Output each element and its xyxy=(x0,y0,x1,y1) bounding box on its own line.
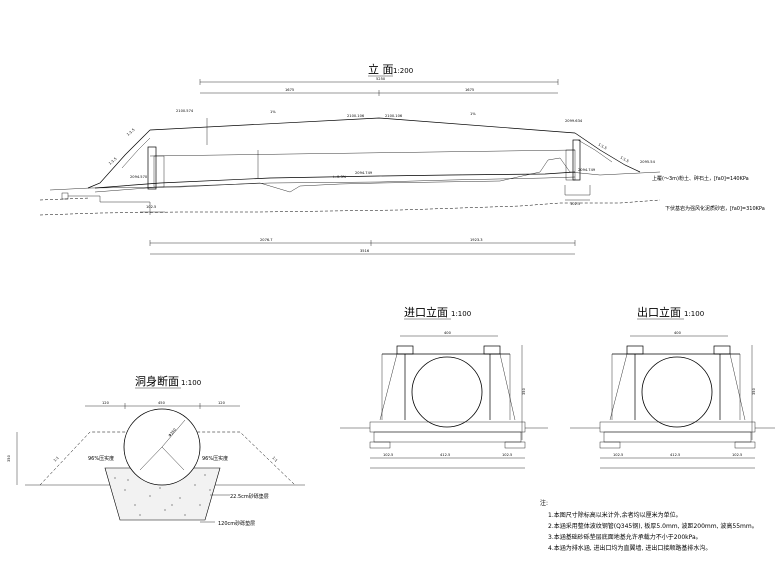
right-apron-dim: 102.5 xyxy=(570,202,580,206)
layer1-label: 22.5cm砂砾垫层 xyxy=(230,493,269,500)
inlet-scale: 1:100 xyxy=(451,310,471,318)
outlet-title: 出口立面 xyxy=(637,305,681,319)
outlet-dim-b1: 102.5 xyxy=(613,453,623,457)
dim-bottom-right: 1923.3 xyxy=(470,238,483,242)
slope-road-left: 1% xyxy=(270,110,276,114)
note-line-2: 2.本涵采用整体波纹钢管(Q345钢), 板厚5.0mm, 波距200mm, 波… xyxy=(548,522,758,530)
slope-right-2: 1:1.5 xyxy=(620,155,630,163)
inlet-dim-b1: 102.5 xyxy=(383,453,393,457)
grade-label: i=0.3% xyxy=(333,175,347,179)
slope-road-right: 1% xyxy=(470,112,476,116)
note-line-1: 1.本图尺寸除标高以米计外,余者均以厘米为单位。 xyxy=(548,511,682,519)
elev-right-invert: 2094.749 xyxy=(578,168,596,172)
note-line-3: 3.本涵基础砂砾垫层底面地基允许承载力不小于200kPa。 xyxy=(548,533,702,541)
section-slope-right: 1:1 xyxy=(271,456,278,463)
slope-left-1: 1:1.5 xyxy=(126,128,136,137)
outlet-view: 出口立面 1:100 400 350 102.5 412.5 102.5 xyxy=(570,305,775,469)
left-apron-dim: 102.5 xyxy=(146,205,156,209)
dim-bottom-left: 2076.7 xyxy=(260,238,273,242)
dim-total-top: 5250 xyxy=(376,77,386,81)
section-height: 350 xyxy=(7,454,11,462)
dim-left-half: 1675 xyxy=(285,88,294,92)
dim-right-half: 1675 xyxy=(465,88,474,92)
elev-right-ground: 2095.54 xyxy=(640,160,656,164)
notes-block: 注: 1.本图尺寸除标高以米计外,余者均以厘米为单位。 2.本涵采用整体波纹钢管… xyxy=(540,499,758,552)
slope-left-2: 1:1.5 xyxy=(108,157,118,166)
elev-center-invert: 2094.749 xyxy=(355,171,373,175)
fill-right-label: 96%压实度 xyxy=(202,455,228,462)
elevation-view: 立 面 1:200 5250 1675 1675 xyxy=(39,62,765,255)
section-dim-mid: 450 xyxy=(158,401,166,405)
section-dim-right: 120 xyxy=(218,401,226,405)
inlet-title: 进口立面 xyxy=(404,305,448,319)
section-dim-left: 120 xyxy=(102,401,110,405)
soil-note-2: 下伏基岩为强风化泥质砂岩，[fa0]=310KPa xyxy=(665,205,765,212)
section-view: 洞身断面 1:100 120 450 120 350 1:1 1:1 96%压实… xyxy=(7,374,305,527)
inlet-dim-b3: 102.5 xyxy=(502,453,512,457)
slope-right-1: 1:1.5 xyxy=(598,142,608,150)
dim-bottom-total: 3516 xyxy=(360,249,370,253)
elev-right-top: 2099.634 xyxy=(565,119,583,123)
inlet-dim-b2: 412.5 xyxy=(440,453,450,457)
outlet-scale: 1:100 xyxy=(684,310,704,318)
soil-note-1: 上覆(～3m)粉土、碎石土，[fa0]=140KPa xyxy=(652,175,749,182)
elev-center-left: 2100.106 xyxy=(347,114,365,118)
section-slope-left: 1:1 xyxy=(53,456,60,463)
outlet-height: 350 xyxy=(752,387,756,395)
elev-left-top: 2100.574 xyxy=(176,109,194,113)
inlet-view: 进口立面 1:100 400 350 102.5 412.5 102.5 xyxy=(340,305,548,469)
section-title: 洞身断面 xyxy=(135,374,179,388)
inlet-dim-top: 400 xyxy=(444,331,452,335)
outlet-dim-b2: 412.5 xyxy=(670,453,680,457)
fill-left-label: 96%压实度 xyxy=(88,455,114,462)
elevation-title: 立 面 xyxy=(368,62,394,76)
notes-heading: 注: xyxy=(540,499,548,507)
elev-center-right: 2100.106 xyxy=(385,114,403,118)
elevation-scale: 1:200 xyxy=(393,67,413,75)
note-line-4: 4.本涵为排水涵, 进出口均为直翼墙, 进出口接顺路基排水沟。 xyxy=(548,544,711,552)
pipe-diameter: Φ350 xyxy=(168,427,178,438)
elev-left-invert: 2094.570 xyxy=(130,175,148,179)
inlet-height: 350 xyxy=(522,387,526,395)
section-scale: 1:100 xyxy=(181,379,201,387)
outlet-dim-b3: 102.5 xyxy=(732,453,742,457)
outlet-dim-top: 400 xyxy=(674,331,682,335)
layer2-label: 120cm砂砾垫层 xyxy=(218,520,255,527)
